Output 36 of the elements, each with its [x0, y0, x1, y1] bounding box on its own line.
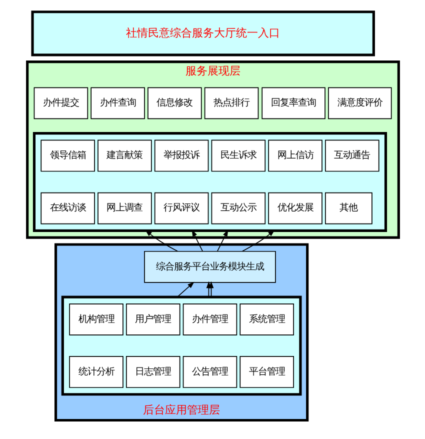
arrow [176, 282, 194, 298]
node-box: 公告管理 [182, 356, 237, 388]
node-box: 办件管理 [182, 304, 237, 336]
arrow [208, 281, 214, 298]
node-box: 网上信访 [268, 140, 322, 172]
node-box: 其他 [324, 192, 372, 224]
node-box: 举报投诉 [154, 140, 208, 172]
node-box: 办件查询 [90, 87, 144, 120]
node-box: 日志管理 [125, 356, 180, 388]
node-box: 建言献策 [97, 140, 152, 172]
node-box: 统计分析 [68, 356, 123, 388]
node-box: 互动通告 [324, 140, 379, 172]
node-box: 回复率查询 [261, 87, 325, 120]
node-box: 社情民意综合服务大厅统一入口 [30, 10, 374, 56]
node-box: 网上调查 [97, 192, 152, 224]
arrow [241, 230, 274, 252]
node-box: 行风评议 [154, 192, 208, 224]
node-box: 系统管理 [239, 304, 294, 336]
node-box: 用户管理 [125, 304, 180, 336]
node-box: 机构管理 [68, 304, 123, 336]
node-box: 平台管理 [239, 356, 294, 388]
arrow [191, 230, 202, 252]
cluster [60, 296, 302, 396]
arrow [216, 230, 228, 252]
node-box: 信息修改 [147, 87, 202, 120]
arrow [144, 230, 178, 252]
node-box: 热点排行 [204, 87, 258, 120]
node-box: 办件提交 [33, 87, 88, 120]
node-box: 优化发展 [268, 192, 322, 224]
cluster [32, 132, 387, 232]
node-box: 综合服务平台业务模块生成 [144, 250, 276, 283]
node-box: 民生诉求 [210, 140, 266, 172]
node-box: 在线访谈 [40, 192, 94, 224]
node-box: 领导信箱 [40, 140, 94, 172]
node-box: 互动公示 [210, 192, 266, 224]
node-box: 满意度评价 [328, 87, 392, 120]
